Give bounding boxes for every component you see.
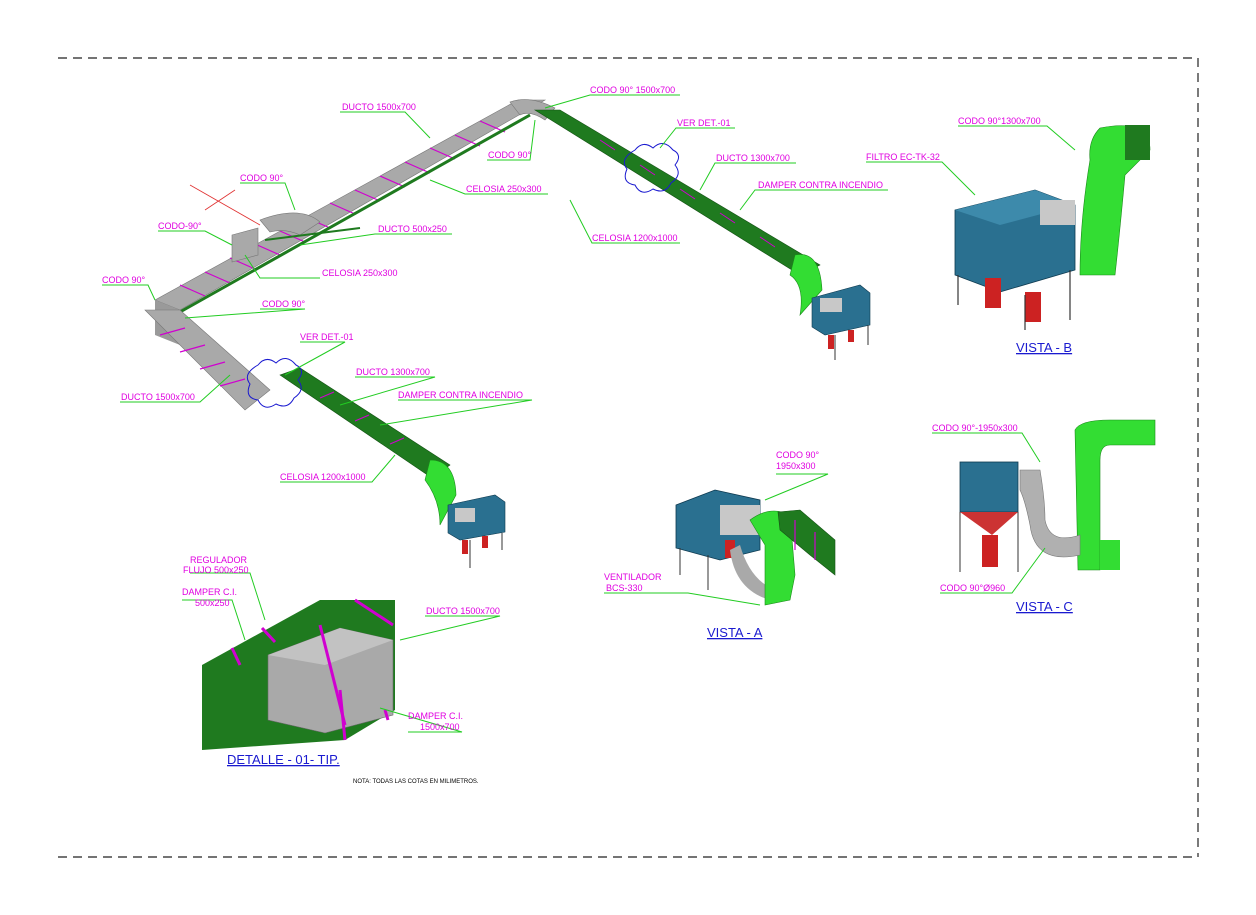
filter-mid xyxy=(447,494,506,541)
label-celosia-1200-top: CELOSIA 1200x1000 xyxy=(592,233,678,243)
sheet-border xyxy=(58,57,1199,858)
label-damper-ci-mid: DAMPER CONTRA INCENDIO xyxy=(398,390,523,400)
detail-cloud-mid xyxy=(246,358,302,408)
vista-c-elbow xyxy=(1074,419,1156,571)
label-codo-90-top: CODO 90° xyxy=(488,150,532,160)
vista-a: CODO 90° 1950x300 VENTILADOR BCS-330 VIS… xyxy=(604,450,836,640)
duct-1300-mid xyxy=(279,367,451,479)
vista-a-round-duct xyxy=(730,545,775,600)
label-ducto-1500-left: DUCTO 1500x700 xyxy=(121,392,195,402)
label-celosia-1200-mid: CELOSIA 1200x1000 xyxy=(280,472,366,482)
label-ventilador-a: VENTILADOR xyxy=(604,572,662,582)
label-codo-90-1950-b: 1950x300 xyxy=(776,461,816,471)
label-codo-90-1950-a: CODO 90° xyxy=(776,450,820,460)
label-ventilador-b: BCS-330 xyxy=(606,583,643,593)
label-codo-90-mid: CODO 90° xyxy=(262,299,306,309)
label-damper-ci-top: DAMPER CONTRA INCENDIO xyxy=(758,180,883,190)
label-codo-90-left-c: CODO 90° xyxy=(102,275,146,285)
title-vista-b: VISTA - B xyxy=(1016,340,1072,355)
label-ver-det-mid: VER DET.-01 xyxy=(300,332,354,342)
detail-cloud-top xyxy=(623,143,679,193)
duct-1300-right xyxy=(533,109,821,276)
label-regulador-b: FLUJO 500x250 xyxy=(183,565,249,575)
vista-a-duct xyxy=(777,509,836,576)
label-ducto-1300-mid: DUCTO 1300x700 xyxy=(356,367,430,377)
label-damper-ci-500-b: 500x250 xyxy=(195,598,230,608)
label-ducto-1300-top: DUCTO 1300x700 xyxy=(716,153,790,163)
elbow-left-upper xyxy=(259,212,321,236)
vista-c: CODO 90°-1950x300 CODO 90°Ø960 VISTA - C xyxy=(932,419,1156,614)
label-codo-90-left-b: CODO-90° xyxy=(158,221,202,231)
labels-main: DUCTO 1500x700 CODO 90° 1500x700 VER DET… xyxy=(102,85,883,482)
title-detalle: DETALLE - 01- TIP. xyxy=(227,752,340,767)
label-damper-ci-500-a: DAMPER C.I. xyxy=(182,587,237,597)
duct-1500-upper xyxy=(154,99,547,311)
label-ducto-1500-top: DUCTO 1500x700 xyxy=(342,102,416,112)
label-damper-ci-1500-b: 1500x700 xyxy=(420,722,460,732)
main-duct-system xyxy=(144,99,871,568)
label-ducto-1500-det: DUCTO 1500x700 xyxy=(426,606,500,616)
detalle-01: REGULADOR FLUJO 500x250 DAMPER C.I. 500x… xyxy=(182,555,501,785)
vista-c-round-duct xyxy=(1019,469,1081,558)
title-vista-c: VISTA - C xyxy=(1016,599,1073,614)
label-ducto-500: DUCTO 500x250 xyxy=(378,224,447,234)
vista-b: CODO 90°1300x700 FILTRO EC-TK-32 VISTA -… xyxy=(866,116,1151,355)
label-celosia-250-top: CELOSIA 250x300 xyxy=(466,184,542,194)
label-regulador-a: REGULADOR xyxy=(190,555,248,565)
note-dimensions: NOTA: TODAS LAS COTAS EN MILIMETROS. xyxy=(353,779,479,785)
label-codo-90-1950-c: CODO 90°-1950x300 xyxy=(932,423,1018,433)
label-codo-90-left-a: CODO 90° xyxy=(240,173,284,183)
label-ver-det-top: VER DET.-01 xyxy=(677,118,731,128)
elbow-right-green xyxy=(789,254,823,316)
leaders-main xyxy=(102,94,888,483)
label-celosia-250-mid: CELOSIA 250x300 xyxy=(322,268,398,278)
label-codo-960: CODO 90°Ø960 xyxy=(940,583,1005,593)
label-filtro: FILTRO EC-TK-32 xyxy=(866,152,940,162)
label-codo-90-1500: CODO 90° 1500x700 xyxy=(590,85,675,95)
label-codo-90-1300: CODO 90°1300x700 xyxy=(958,116,1041,126)
title-vista-a: VISTA - A xyxy=(707,625,763,640)
duct-1500-lower xyxy=(144,309,271,411)
label-damper-ci-1500-a: DAMPER C.I. xyxy=(408,711,463,721)
